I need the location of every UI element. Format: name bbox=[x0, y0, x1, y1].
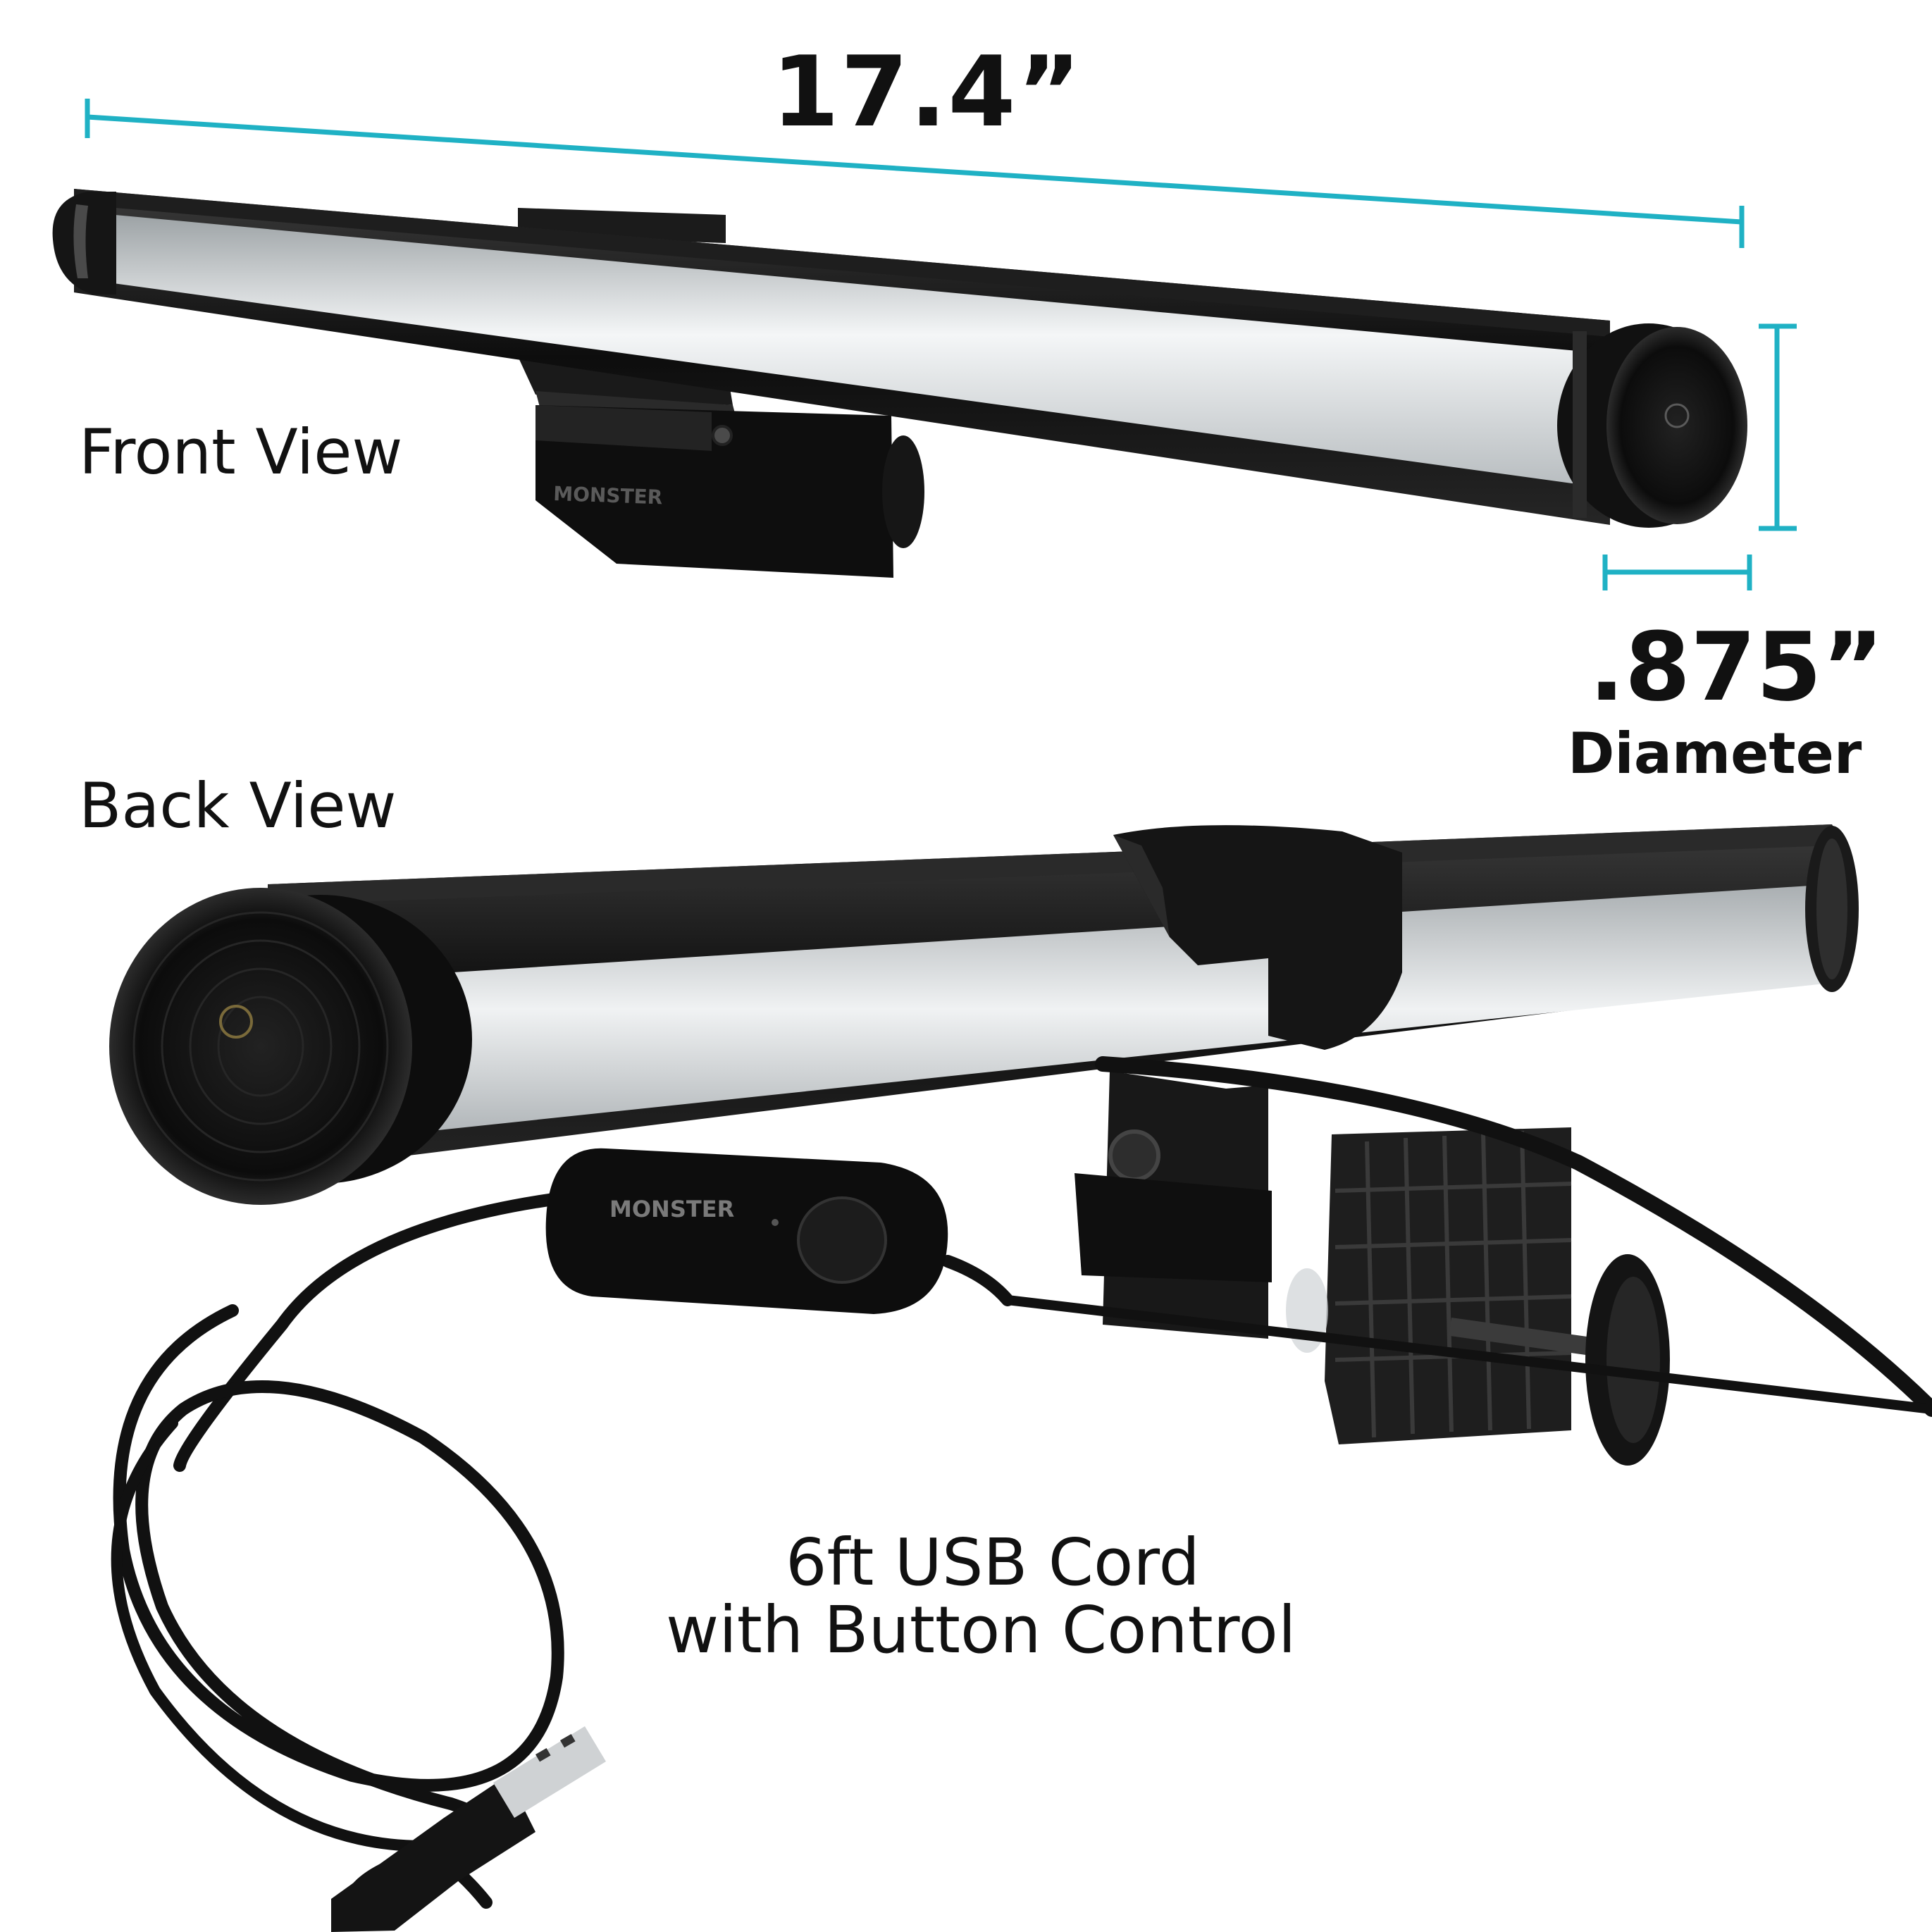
length-dimension-label: 17.4” bbox=[772, 35, 1083, 149]
front-view-label: Front View bbox=[79, 416, 403, 488]
svg-text:MONSTER: MONSTER bbox=[609, 1196, 734, 1222]
length-dimension-line bbox=[85, 99, 1745, 248]
front-view-light-bar: MONSTER bbox=[52, 189, 1747, 578]
height-dimension-line bbox=[1759, 323, 1797, 531]
button-control-module: MONSTER bbox=[545, 1148, 948, 1314]
back-view-label: Back View bbox=[79, 769, 397, 842]
cord-caption-line1: 6ft USB Cord bbox=[786, 1525, 1200, 1600]
svg-text:MONSTER: MONSTER bbox=[553, 482, 663, 509]
usb-plug bbox=[331, 1726, 606, 1932]
diameter-dimension-line bbox=[1602, 555, 1752, 590]
usb-cord bbox=[111, 1056, 1932, 1909]
diameter-value-label: .875” bbox=[1589, 612, 1884, 722]
diameter-label: Diameter bbox=[1568, 721, 1862, 786]
cord-caption-line2: with Button Control bbox=[666, 1592, 1296, 1668]
